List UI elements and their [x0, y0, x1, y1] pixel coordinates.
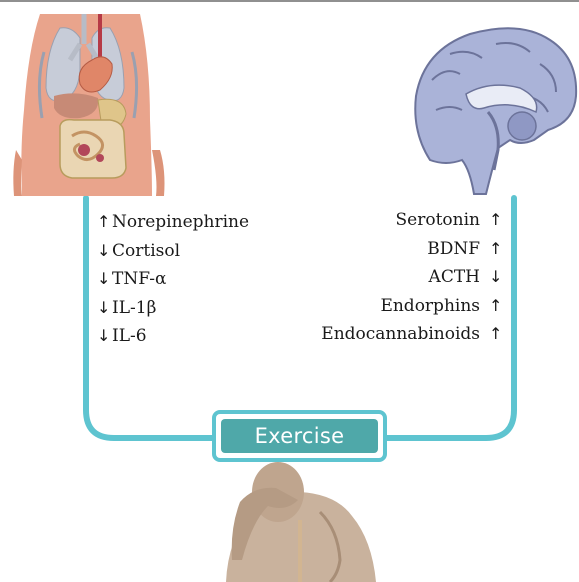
- brain-effect-item: ACTH ↓: [321, 263, 501, 292]
- body-effect-label: IL-6: [112, 326, 147, 346]
- body-effect-label: Cortisol: [112, 241, 180, 261]
- body-effect-item: ↓Cortisol: [97, 237, 249, 266]
- brain-effect-item: Serotonin ↑: [321, 206, 501, 235]
- brain-effect-label: Serotonin: [396, 210, 480, 230]
- exercise-label: Exercise: [255, 424, 345, 448]
- exercise-label-background: Exercise: [221, 419, 378, 453]
- up-arrow-icon: ↑: [489, 292, 501, 321]
- torso-organs-illustration: [13, 14, 164, 196]
- brain-effect-label: Endorphins: [380, 296, 480, 316]
- brain-effect-label: BDNF: [427, 239, 480, 259]
- down-arrow-icon: ↓: [97, 237, 109, 266]
- brain-effect-item: Endorphins ↑: [321, 292, 501, 321]
- down-arrow-icon: ↓: [489, 263, 501, 292]
- distressed-person-illustration: [226, 462, 376, 582]
- body-effect-item: ↓TNF-α: [97, 265, 249, 294]
- body-effect-label: IL-1β: [112, 298, 156, 318]
- down-arrow-icon: ↓: [97, 322, 109, 351]
- up-arrow-icon: ↑: [97, 208, 109, 237]
- brain-sagittal-illustration: [415, 28, 576, 194]
- body-effect-label: Norepinephrine: [112, 212, 249, 232]
- down-arrow-icon: ↓: [97, 294, 109, 323]
- brain-effects-list: Serotonin ↑ BDNF ↑ ACTH ↓ Endorphins ↑ Endoc…: [321, 206, 501, 349]
- exercise-box: Exercise: [212, 410, 387, 462]
- brain-effect-label: ACTH: [429, 267, 480, 287]
- body-effect-label: TNF-α: [112, 269, 166, 289]
- up-arrow-icon: ↑: [489, 206, 501, 235]
- brain-effect-label: Endocannabinoids: [321, 324, 480, 344]
- body-effect-item: ↓IL-1β: [97, 294, 249, 323]
- body-effect-item: ↓IL-6: [97, 322, 249, 351]
- up-arrow-icon: ↑: [489, 320, 501, 349]
- brain-effect-item: BDNF ↑: [321, 235, 501, 264]
- down-arrow-icon: ↓: [97, 265, 109, 294]
- up-arrow-icon: ↑: [489, 235, 501, 264]
- body-effect-item: ↑Norepinephrine: [97, 208, 249, 237]
- brain-effect-item: Endocannabinoids ↑: [321, 320, 501, 349]
- body-effects-list: ↑Norepinephrine ↓Cortisol ↓TNF-α ↓IL-1β …: [97, 208, 249, 351]
